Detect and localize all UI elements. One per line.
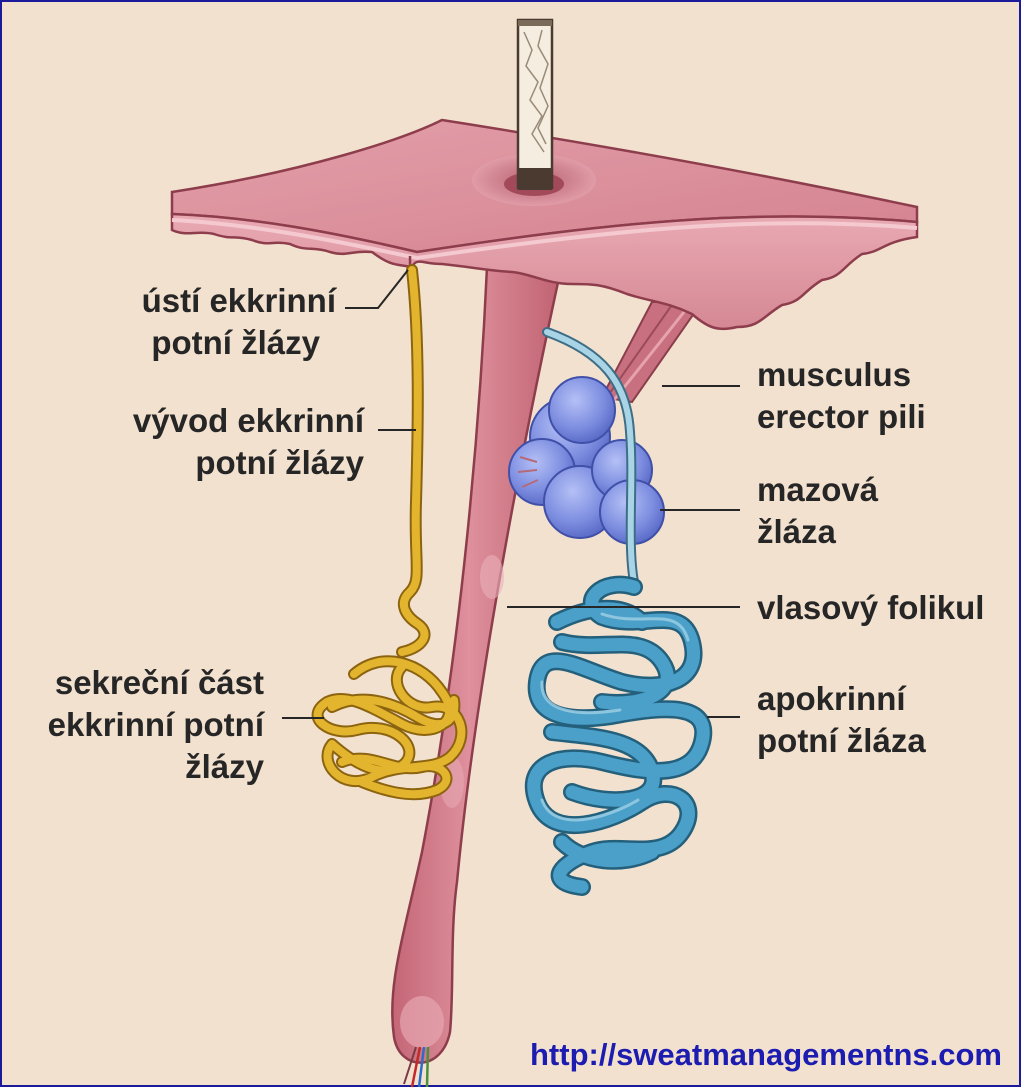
label-apokrinni-line2: potní žláza [757,720,926,762]
eccrine-sweat-gland [318,270,462,794]
leader-usti [345,270,408,308]
label-usti-ekkrinni: ústí ekkrinní potní žlázy [142,280,336,364]
label-sekrecni-line2: ekkrinní potní [48,704,264,746]
label-vyvod-line1: vývod ekkrinní [133,400,364,442]
label-musculus-erector-pili: musculus erector pili [757,354,926,438]
hair-shaft [518,20,552,190]
label-musculus-line1: musculus [757,354,926,396]
label-usti-line1: ústí ekkrinní [142,280,336,322]
label-vlasovy-line1: vlasový folikul [757,587,984,629]
label-sekrecni-cast: sekreční část ekkrinní potní žlázy [48,662,264,788]
label-sekrecni-line3: žlázy [48,746,264,788]
label-vlasovy-folikul: vlasový folikul [757,587,984,629]
label-mazova-zlaza: mazová žláza [757,469,878,553]
label-sekrecni-line1: sekreční část [48,662,264,704]
label-vyvod-line2: potní žlázy [133,442,364,484]
source-url-link[interactable]: http://sweatmanagementns.com [530,1036,1002,1074]
label-usti-line2: potní žlázy [142,322,336,364]
label-vyvod-ekkrinni: vývod ekkrinní potní žlázy [133,400,364,484]
label-apokrinni-potni-zlaza: apokrinní potní žláza [757,678,926,762]
label-mazova-line1: mazová [757,469,878,511]
label-musculus-line2: erector pili [757,396,926,438]
label-mazova-line2: žláza [757,511,878,553]
label-apokrinni-line1: apokrinní [757,678,926,720]
